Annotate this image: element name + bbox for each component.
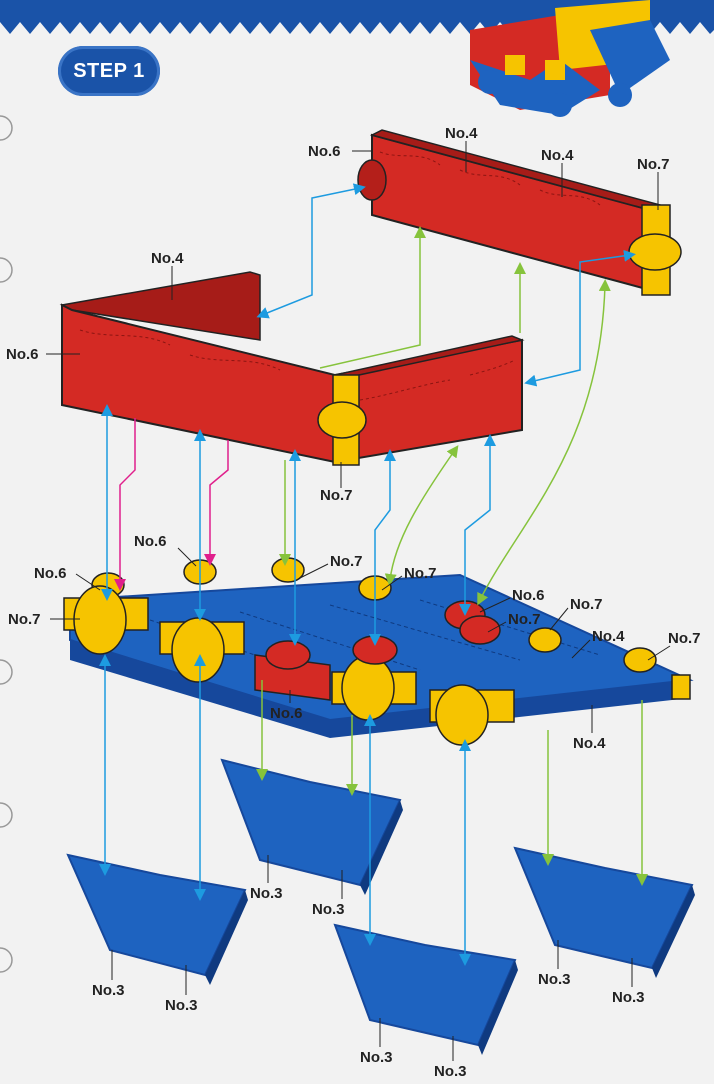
label-base-no6-b: No.6 (34, 565, 67, 582)
connection-arrows (99, 183, 648, 966)
label-base-no6-front: No.6 (270, 705, 303, 722)
wheel-right (513, 846, 695, 978)
label-wheel4-a: No.3 (538, 971, 571, 988)
upper-front-wall (59, 271, 525, 464)
label-wheel2-b: No.3 (312, 901, 345, 918)
label-base-no7-d: No.7 (668, 630, 701, 647)
upper-back-wall (369, 129, 663, 292)
label-left-no4: No.4 (151, 250, 184, 267)
label-base-no4-a: No.4 (592, 628, 625, 645)
label-wheel3-a: No.3 (360, 1049, 393, 1066)
label-upper-no4-a: No.4 (445, 125, 478, 142)
finished-model-thumbnail (470, 0, 670, 117)
upper-front-no7-connector (317, 374, 367, 466)
label-wheel2-a: No.3 (250, 885, 283, 902)
label-wheel1-b: No.3 (165, 997, 198, 1014)
label-front-no7: No.7 (320, 487, 353, 504)
label-base-no7-left: No.7 (8, 611, 41, 628)
label-upper-no4-b: No.4 (541, 147, 574, 164)
label-base-no6-red: No.6 (512, 587, 545, 604)
label-base-no4-front: No.4 (573, 735, 606, 752)
wheel-left (66, 853, 248, 985)
label-base-no7-b: No.7 (404, 565, 437, 582)
step-label: STEP 1 (73, 59, 145, 82)
label-wheel1-a: No.3 (92, 982, 125, 999)
label-left-no6: No.6 (6, 346, 39, 363)
label-wheel3-b: No.3 (434, 1063, 467, 1079)
label-upper-no7: No.7 (637, 156, 670, 173)
step-badge: STEP 1 (58, 46, 160, 96)
label-base-no7-red: No.7 (508, 611, 541, 628)
part-labels: No.6 No.4 No.4 No.7 No.4 No.6 No.7 No.6 … (6, 125, 701, 1080)
label-base-no7-a: No.7 (330, 553, 363, 570)
label-wheel4-b: No.3 (612, 989, 645, 1006)
wheel-center-upper (220, 758, 403, 895)
upper-back-no6-connector (357, 159, 387, 201)
wheel-center-lower (333, 923, 518, 1055)
label-upper-no6: No.6 (308, 143, 341, 160)
label-base-no6-a: No.6 (134, 533, 167, 550)
side-markers (0, 115, 13, 973)
label-base-no7-c: No.7 (570, 596, 603, 613)
